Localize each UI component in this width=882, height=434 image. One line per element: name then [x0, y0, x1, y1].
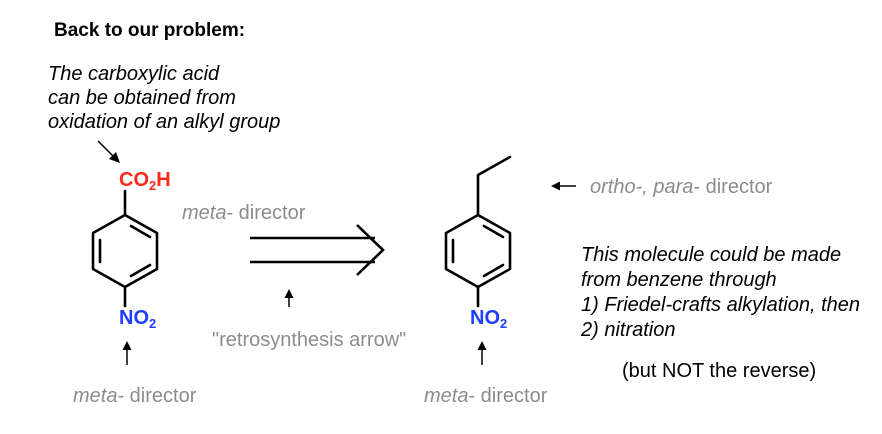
note-line-3: oxidation of an alkyl group	[48, 111, 281, 133]
pointer-arrow-right-meta	[477, 341, 487, 365]
right-nitro-group: NO2	[470, 307, 508, 331]
pointer-arrow-left-meta	[122, 341, 132, 365]
pointer-arrow-ortho-para	[551, 181, 576, 191]
carboxylic-acid-group: CO2H	[119, 169, 171, 193]
pointer-arrow-retro	[284, 289, 294, 307]
explanation-line-3: 1) Friedel-crafts alkylation, then	[581, 294, 861, 316]
note-line-2: can be obtained from	[48, 87, 236, 109]
pointer-arrows	[97, 140, 576, 365]
label-retrosynthesis-arrow: "retrosynthesis arrow"	[212, 329, 407, 351]
label-meta-director-right-nitro: meta- director	[424, 385, 548, 407]
ethyl-chain	[476, 155, 512, 217]
pointer-arrow-note	[97, 140, 120, 163]
caveat-text: (but NOT the reverse)	[622, 360, 817, 382]
label-ortho-para-director: ortho-, para- director	[590, 176, 773, 198]
label-meta-director-carboxyl: meta- director	[182, 202, 306, 224]
section-title: Back to our problem:	[54, 20, 246, 41]
left-benzene-ring	[91, 213, 159, 289]
note-line-1: The carboxylic acid	[48, 63, 220, 85]
left-nitro-group: NO2	[119, 307, 157, 331]
explanation-line-1: This molecule could be made	[581, 244, 842, 266]
right-benzene-ring	[444, 213, 512, 289]
explanation-line-2: from benzene through	[581, 269, 777, 291]
explanation-line-4: 2) nitration	[581, 319, 676, 341]
label-meta-director-left-nitro: meta- director	[73, 385, 197, 407]
retrosynthesis-arrow	[250, 224, 385, 276]
